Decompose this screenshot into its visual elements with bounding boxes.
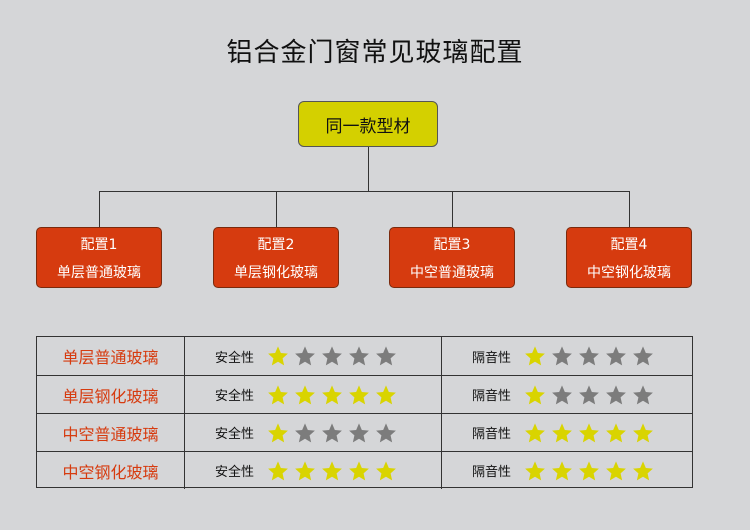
soundproof-cell: 隔音性 bbox=[442, 414, 692, 451]
star-icon bbox=[552, 460, 572, 480]
connector-root-stem bbox=[368, 147, 369, 191]
config-node-2: 配置2 单层钢化玻璃 bbox=[213, 227, 339, 288]
star-icon bbox=[295, 384, 315, 404]
connector-branch-2 bbox=[276, 191, 277, 227]
star-icon bbox=[295, 422, 315, 442]
star-rating bbox=[267, 345, 397, 367]
connector-branch-3 bbox=[452, 191, 453, 227]
metric-label: 隔音性 bbox=[472, 389, 512, 404]
star-icon bbox=[606, 346, 626, 366]
table-row: 单层普通玻璃 安全性 隔音性 bbox=[37, 337, 692, 375]
star-rating bbox=[267, 460, 397, 482]
star-rating bbox=[524, 460, 654, 482]
config-node-number: 配置1 bbox=[80, 236, 118, 253]
star-icon bbox=[579, 422, 599, 442]
star-rating bbox=[267, 422, 397, 444]
star-icon bbox=[322, 346, 342, 366]
star-icon bbox=[579, 384, 599, 404]
star-icon bbox=[349, 346, 369, 366]
star-icon bbox=[268, 422, 288, 442]
star-icon bbox=[606, 422, 626, 442]
metric-label: 安全性 bbox=[215, 389, 255, 404]
metric-label: 安全性 bbox=[215, 465, 255, 480]
star-icon bbox=[376, 346, 396, 366]
root-node: 同一款型材 bbox=[298, 101, 438, 147]
glass-type-cell: 中空钢化玻璃 bbox=[37, 452, 185, 489]
comparison-table: 单层普通玻璃 安全性 隔音性 单层钢化玻璃 安全性 隔音性 中空普通玻璃 bbox=[36, 336, 693, 489]
star-icon bbox=[268, 384, 288, 404]
star-icon bbox=[633, 346, 653, 366]
star-icon bbox=[525, 384, 545, 404]
star-icon bbox=[322, 422, 342, 442]
star-icon bbox=[349, 460, 369, 480]
star-icon bbox=[552, 346, 572, 366]
soundproof-cell: 隔音性 bbox=[442, 337, 692, 375]
config-node-1: 配置1 单层普通玻璃 bbox=[36, 227, 162, 288]
config-node-number: 配置2 bbox=[257, 236, 295, 253]
star-icon bbox=[322, 460, 342, 480]
star-icon bbox=[376, 422, 396, 442]
table-row: 中空普通玻璃 安全性 隔音性 bbox=[37, 413, 692, 451]
page-title: 铝合金门窗常见玻璃配置 bbox=[226, 38, 524, 68]
metric-label: 隔音性 bbox=[472, 350, 512, 366]
star-icon bbox=[633, 384, 653, 404]
safety-cell: 安全性 bbox=[185, 414, 442, 451]
connector-branch-4 bbox=[629, 191, 630, 227]
star-icon bbox=[268, 460, 288, 480]
table-row: 中空钢化玻璃 安全性 隔音性 bbox=[37, 451, 692, 489]
star-icon bbox=[322, 384, 342, 404]
star-icon bbox=[376, 384, 396, 404]
connector-horizontal bbox=[99, 191, 630, 192]
star-icon bbox=[552, 422, 572, 442]
star-icon bbox=[579, 460, 599, 480]
metric-label: 隔音性 bbox=[472, 465, 512, 480]
star-icon bbox=[552, 384, 572, 404]
star-icon bbox=[268, 346, 288, 366]
star-icon bbox=[295, 346, 315, 366]
star-icon bbox=[349, 422, 369, 442]
config-node-glass: 中空钢化玻璃 bbox=[587, 264, 671, 281]
metric-label: 安全性 bbox=[215, 350, 255, 366]
star-icon bbox=[525, 346, 545, 366]
star-icon bbox=[579, 346, 599, 366]
safety-cell: 安全性 bbox=[185, 452, 442, 489]
metric-label: 安全性 bbox=[215, 427, 255, 442]
star-icon bbox=[295, 460, 315, 480]
metric-label: 隔音性 bbox=[472, 427, 512, 442]
star-icon bbox=[633, 422, 653, 442]
config-node-number: 配置4 bbox=[610, 236, 648, 253]
connector-branch-1 bbox=[99, 191, 100, 227]
star-icon bbox=[525, 422, 545, 442]
config-node-3: 配置3 中空普通玻璃 bbox=[389, 227, 515, 288]
star-icon bbox=[606, 460, 626, 480]
star-icon bbox=[606, 384, 626, 404]
config-node-glass: 单层钢化玻璃 bbox=[234, 264, 318, 281]
config-node-number: 配置3 bbox=[433, 236, 471, 253]
config-node-glass: 中空普通玻璃 bbox=[410, 264, 494, 281]
glass-type-cell: 单层钢化玻璃 bbox=[37, 376, 185, 413]
star-icon bbox=[376, 460, 396, 480]
star-rating bbox=[524, 384, 654, 406]
star-rating bbox=[524, 422, 654, 444]
star-icon bbox=[633, 460, 653, 480]
safety-cell: 安全性 bbox=[185, 376, 442, 413]
star-rating bbox=[267, 384, 397, 406]
star-rating bbox=[524, 345, 654, 367]
star-icon bbox=[525, 460, 545, 480]
safety-cell: 安全性 bbox=[185, 337, 442, 375]
glass-type-cell: 单层普通玻璃 bbox=[37, 337, 185, 375]
soundproof-cell: 隔音性 bbox=[442, 376, 692, 413]
table-row: 单层钢化玻璃 安全性 隔音性 bbox=[37, 375, 692, 413]
glass-type-cell: 中空普通玻璃 bbox=[37, 414, 185, 451]
config-node-4: 配置4 中空钢化玻璃 bbox=[566, 227, 692, 288]
config-node-glass: 单层普通玻璃 bbox=[57, 264, 141, 281]
root-node-label: 同一款型材 bbox=[325, 116, 411, 137]
star-icon bbox=[349, 384, 369, 404]
soundproof-cell: 隔音性 bbox=[442, 452, 692, 489]
